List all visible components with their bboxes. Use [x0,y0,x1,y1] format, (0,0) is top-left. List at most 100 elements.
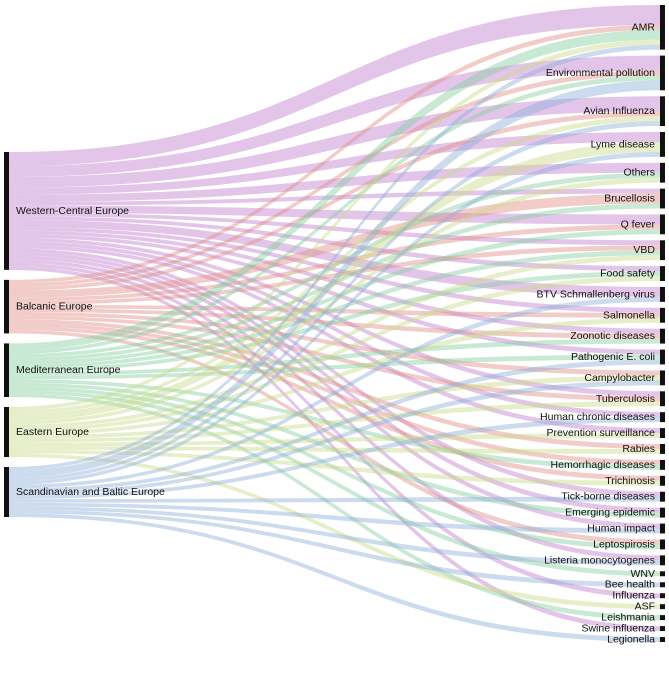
target-label-wnv: WNV [631,568,656,580]
link-scandinavian-and-baltic-europe-to-listeria-monocytogenes [9,506,660,566]
target-node-tick-borne-diseases[interactable] [660,491,665,502]
target-node-environmental-pollution[interactable] [660,55,665,91]
link-scandinavian-and-baltic-europe-to-bee-health [9,509,660,588]
target-node-vbd[interactable] [660,240,665,261]
link-western-central-europe-to-salmonella [9,227,660,313]
link-western-central-europe-to-avian-influenza [9,96,660,188]
target-label-human-impact: Human impact [587,523,655,535]
target-node-pathogenic-e-coli[interactable] [660,349,665,365]
target-node-emerging-epidemic[interactable] [660,507,665,518]
link-balcanic-europe-to-brucellosis [9,193,660,298]
link-scandinavian-and-baltic-europe-to-human-chronic-diseases [9,417,660,500]
target-node-bee-health[interactable] [660,582,665,588]
target-node-legionella[interactable] [660,637,665,642]
link-western-central-europe-to-vbd [9,212,660,246]
link-balcanic-europe-to-q-fever [9,224,660,302]
target-node-zoonotic-diseases[interactable] [660,328,665,344]
target-label-leptospirosis: Leptospirosis [593,538,655,550]
target-node-wnv[interactable] [660,571,665,577]
source-nodes [4,152,9,517]
target-node-human-chronic-diseases[interactable] [660,412,665,423]
target-node-leptospirosis[interactable] [660,539,665,550]
link-eastern-europe-to-amr [9,39,660,411]
link-western-central-europe-to-environmental-pollution [9,55,660,177]
target-label-swine-influenza: Swine influenza [581,623,655,635]
link-mediterranean-europe-to-q-fever [9,229,660,365]
target-node-salmonella[interactable] [660,307,665,323]
link-balcanic-europe-to-tuberculosis [9,315,660,402]
link-eastern-europe-to-rabies [9,446,660,454]
link-western-central-europe-to-prevention-surveillance [9,244,660,434]
target-label-hemorrhagic-diseases: Hemorrhagic diseases [551,459,655,471]
source-node-balcanic-europe[interactable] [4,279,9,334]
target-label-campylobacter: Campylobacter [584,372,655,384]
link-scandinavian-and-baltic-europe-to-btv-schmallenberg-virus [9,296,660,489]
target-node-prevention-surveillance[interactable] [660,428,665,439]
source-node-western-central-europe[interactable] [4,152,9,270]
link-balcanic-europe-to-salmonella [9,304,660,318]
target-label-btv-schmallenberg-virus: BTV Schmallenberg virus [537,288,655,300]
source-node-scandinavian-and-baltic-europe[interactable] [4,467,9,517]
link-eastern-europe-to-tuberculosis [9,401,660,443]
target-node-amr[interactable] [660,5,665,50]
target-label-bee-health: Bee health [605,579,655,591]
target-label-pathogenic-e-coli: Pathogenic E. coli [571,351,655,363]
link-scandinavian-and-baltic-europe-to-tick-borne-diseases [9,496,660,503]
link-western-central-europe-to-others [9,162,660,202]
link-balcanic-europe-to-vbd [9,245,660,305]
target-label-amr: AMR [632,21,656,33]
link-eastern-europe-to-asf [9,453,660,610]
target-node-listeria-monocytogenes[interactable] [660,555,665,566]
target-node-others[interactable] [660,162,665,183]
target-label-asf: ASF [635,601,655,613]
link-western-central-europe-to-food-safety [9,216,660,272]
target-label-leishmania: Leishmania [601,612,655,624]
target-node-rabies[interactable] [660,444,665,454]
target-node-brucellosis[interactable] [660,188,665,209]
target-node-hemorrhagic-diseases[interactable] [660,459,665,470]
target-node-swine-influenza[interactable] [660,626,665,632]
target-label-environmental-pollution: Environmental pollution [546,67,655,79]
link-balcanic-europe-to-environmental-pollution [9,70,660,287]
target-nodes [660,5,665,642]
link-western-central-europe-to-q-fever [9,205,660,225]
link-mediterranean-europe-to-environmental-pollution [9,75,660,355]
target-node-human-impact[interactable] [660,523,665,534]
link-eastern-europe-to-trichinosis [9,449,660,486]
link-balcanic-europe-to-rabies [9,319,660,449]
target-node-trichinosis[interactable] [660,475,665,486]
target-node-leishmania[interactable] [660,615,665,621]
target-node-food-safety[interactable] [660,266,665,281]
link-mediterranean-europe-to-leptospirosis [9,386,660,550]
link-scandinavian-and-baltic-europe-to-legionella [9,513,660,642]
link-western-central-europe-to-brucellosis [9,188,660,206]
target-node-asf[interactable] [660,604,665,610]
source-node-eastern-europe[interactable] [4,407,9,457]
target-label-lyme-disease: Lyme disease [591,138,656,150]
sankey-links [9,5,660,642]
link-balcanic-europe-to-hemorrhagic-diseases [9,322,660,465]
source-node-mediterranean-europe[interactable] [4,343,9,397]
target-node-q-fever[interactable] [660,214,665,235]
target-label-tuberculosis: Tuberculosis [596,393,655,405]
link-mediterranean-europe-to-others [9,172,660,358]
link-balcanic-europe-to-amr [9,24,660,284]
link-scandinavian-and-baltic-europe-to-environmental-pollution [9,80,660,478]
link-eastern-europe-to-prevention-surveillance [9,433,660,447]
target-node-avian-influenza[interactable] [660,96,665,127]
link-balcanic-europe-to-trichinosis [9,326,660,481]
link-mediterranean-europe-to-wnv [9,389,660,577]
target-node-btv-schmallenberg-virus[interactable] [660,286,665,302]
link-mediterranean-europe-to-vbd [9,250,660,369]
target-node-influenza[interactable] [660,593,665,599]
target-node-tuberculosis[interactable] [660,391,665,407]
link-scandinavian-and-baltic-europe-to-human-impact [9,502,660,534]
link-mediterranean-europe-to-amr [9,29,660,351]
link-mediterranean-europe-to-leishmania [9,393,660,621]
link-eastern-europe-to-campylobacter [9,375,660,440]
link-eastern-europe-to-vbd [9,255,660,429]
target-node-campylobacter[interactable] [660,370,665,386]
link-mediterranean-europe-to-pathogenic-e-coli [9,354,660,380]
target-label-rabies: Rabies [622,443,655,455]
target-node-lyme-disease[interactable] [660,132,665,157]
